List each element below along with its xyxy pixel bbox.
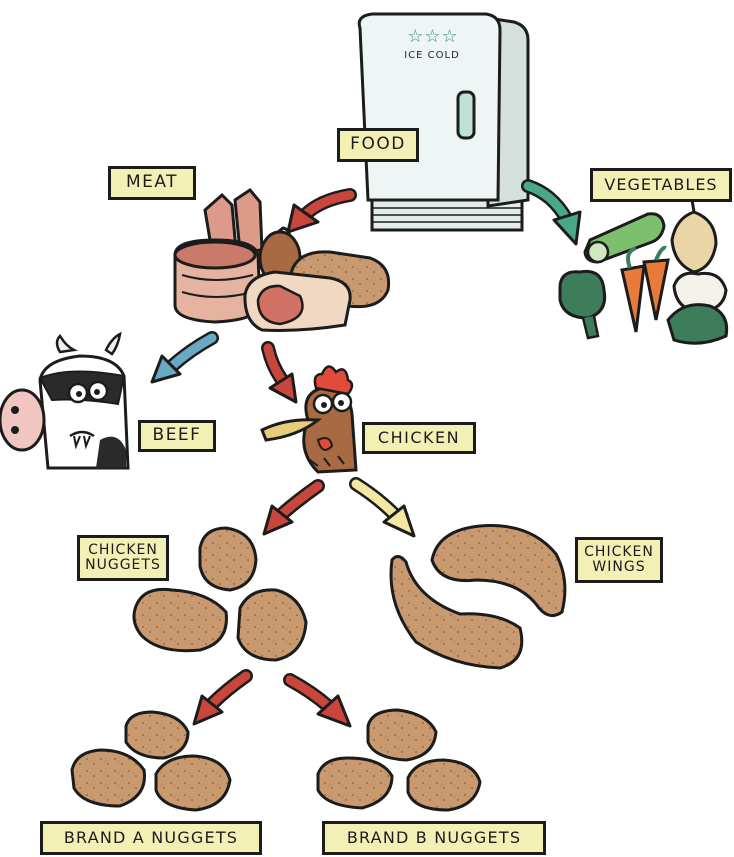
brand-a-nuggets-icon [72,712,230,810]
label-brand-a-nuggets: BRAND A NUGGETS [40,821,262,855]
brand-b-nuggets-icon [318,710,480,810]
label-chicken: CHICKEN [362,422,476,454]
arrow-meat-to-beef [152,338,212,382]
arrow-nuggets-to-brand-a [194,676,246,724]
cow-icon [0,334,128,468]
label-meat: MEAT [108,166,196,200]
arrow-chicken-to-nuggets [264,486,318,534]
label-food: FOOD [337,128,419,162]
meat-icon [175,190,389,330]
arrow-food-to-vegetables [528,186,580,244]
label-beef: BEEF [138,420,216,452]
arrow-chicken-to-wings [356,484,414,536]
label-brand-b-nuggets: BRAND B NUGGETS [322,821,546,855]
arrow-meat-to-chicken [268,348,296,402]
fridge-stars: ☆☆☆ [398,26,468,47]
fridge-ice-cold-text: ICE COLD [392,50,472,61]
arrow-food-to-meat [288,195,350,232]
vegetables-icon [560,200,727,343]
arrow-nuggets-to-brand-b [290,680,350,726]
label-chicken-nuggets: CHICKEN NUGGETS [77,535,169,581]
label-chicken-wings: CHICKEN WINGS [575,537,663,583]
label-vegetables: VEGETABLES [590,168,732,202]
chicken-wings-icon [391,526,565,668]
